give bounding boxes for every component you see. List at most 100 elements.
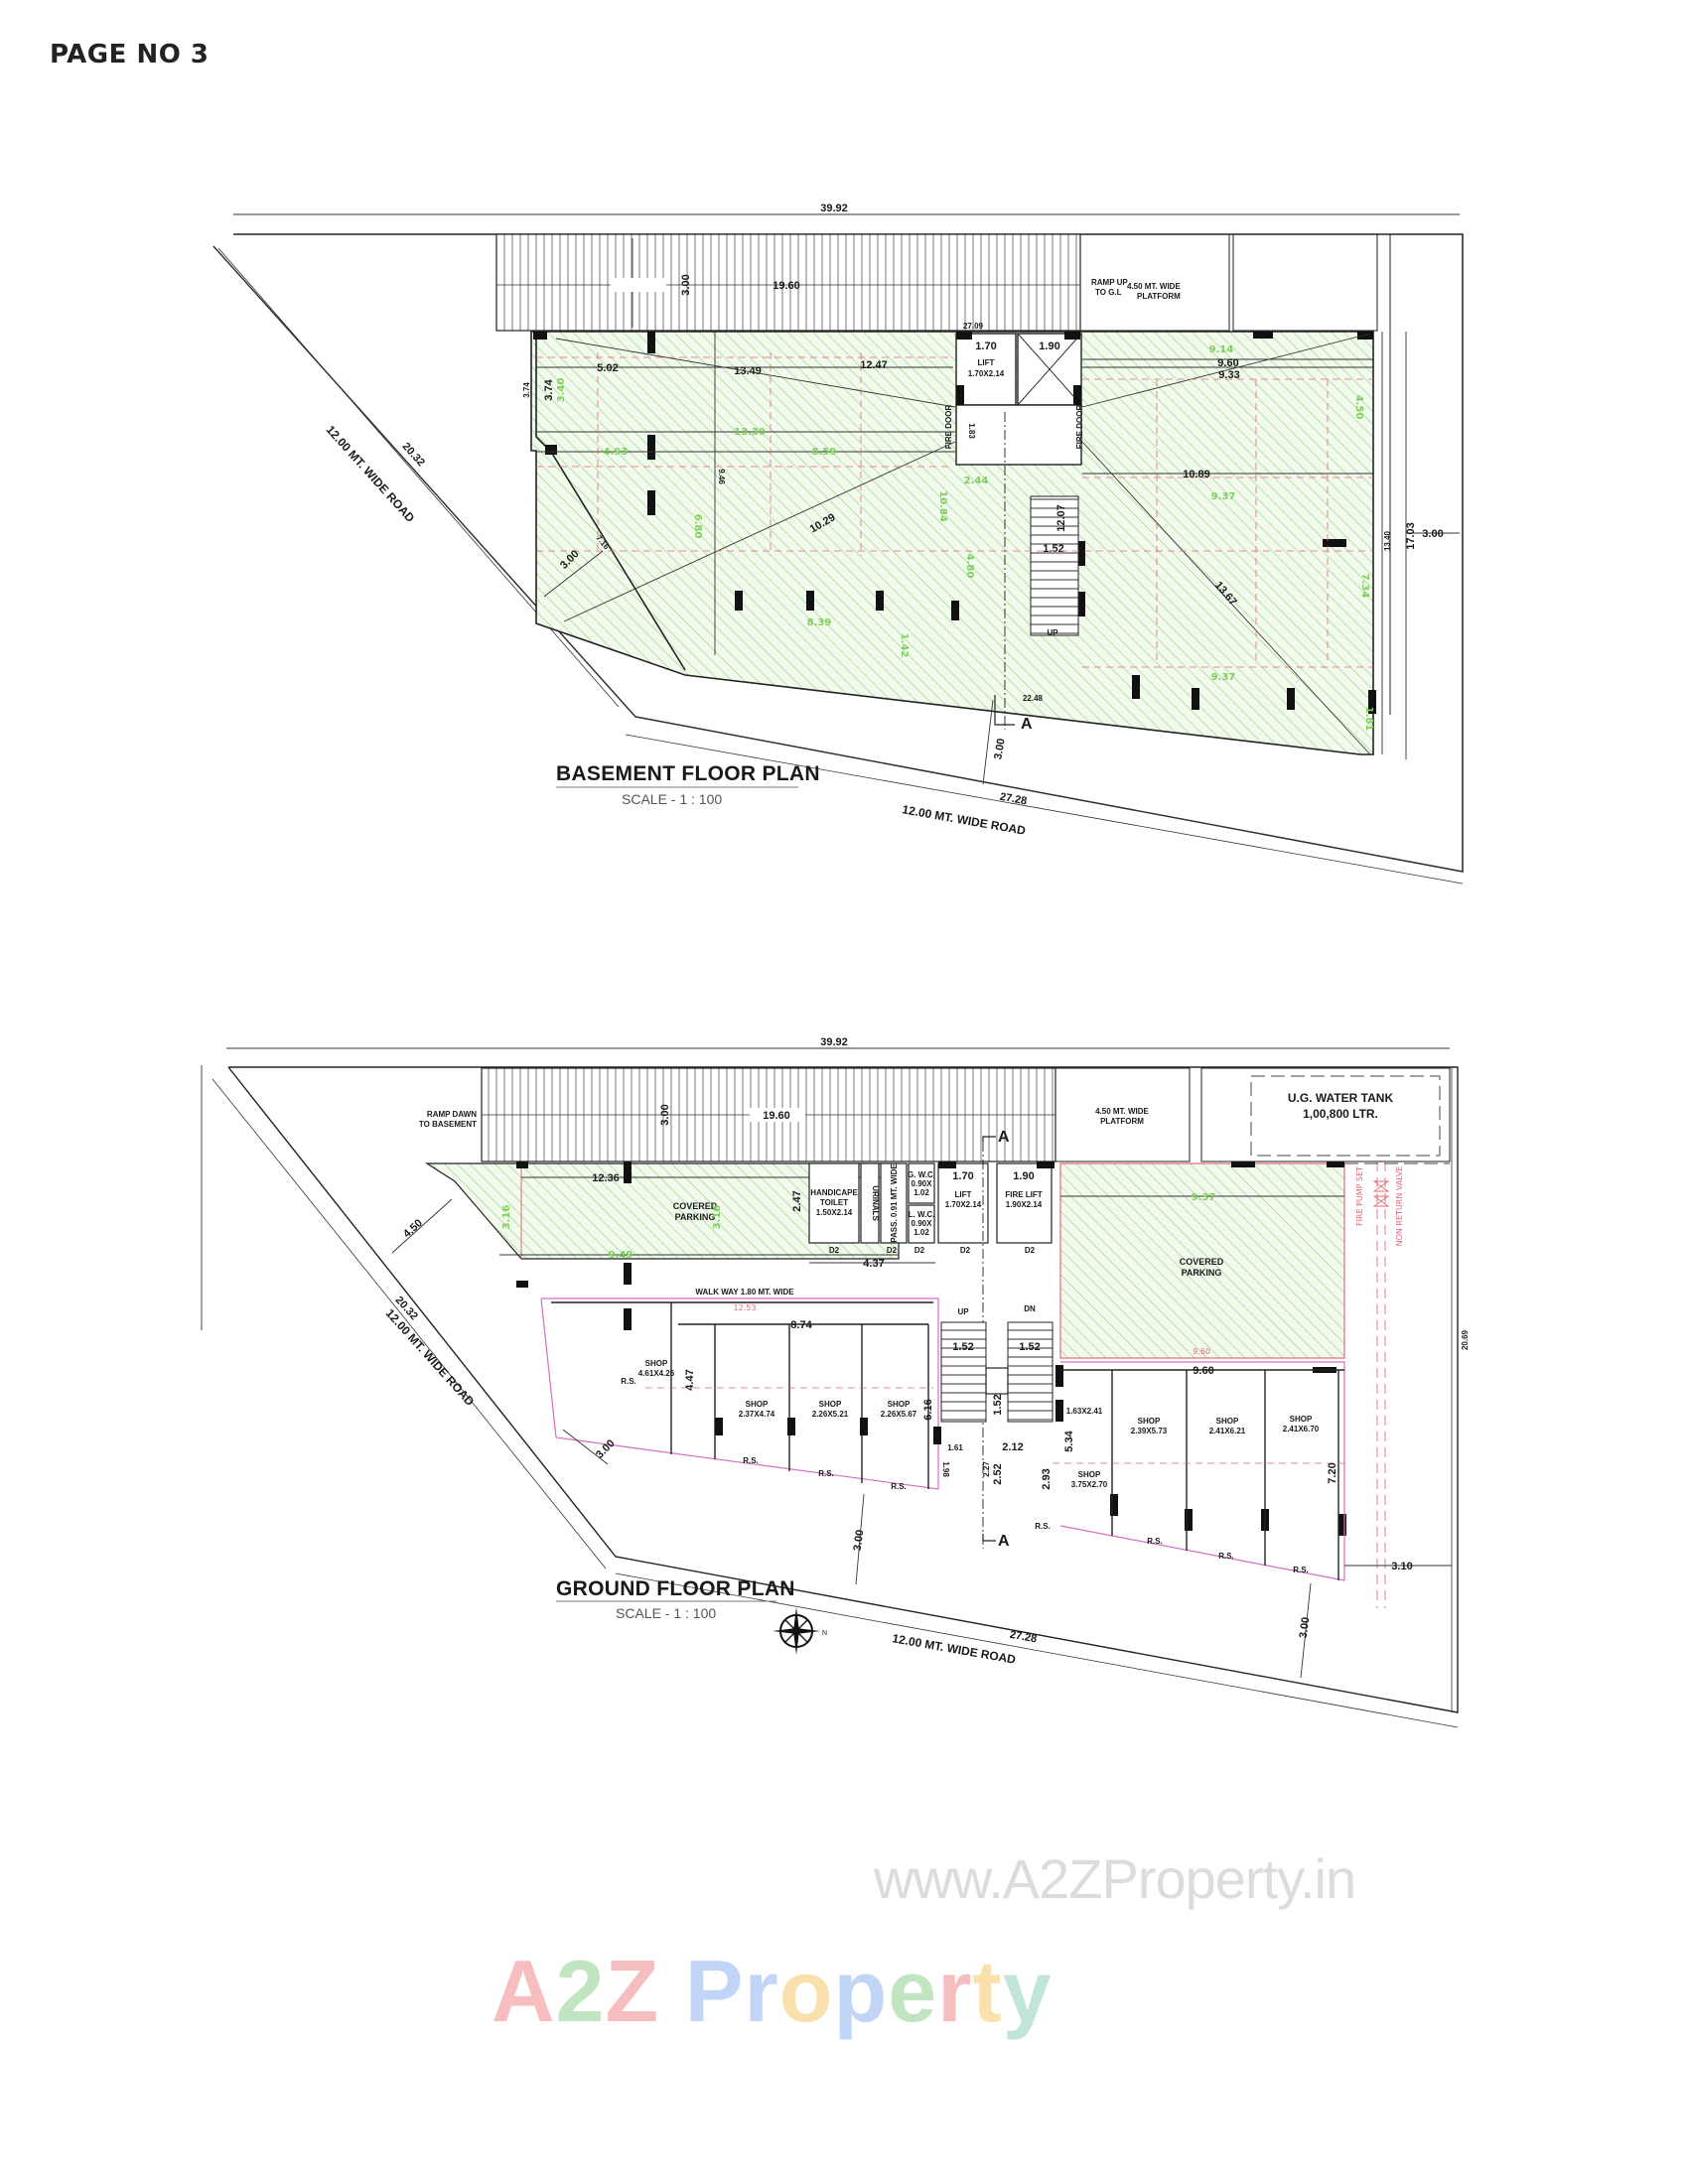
watermark-logo-char: Z	[605, 1942, 660, 2040]
svg-text:1.61: 1.61	[947, 1443, 963, 1452]
svg-text:39.92: 39.92	[820, 1036, 848, 1048]
svg-text:9.46: 9.46	[717, 469, 726, 484]
overall-width-dimension: 39.92	[233, 203, 1460, 215]
svg-text:27.09: 27.09	[963, 322, 984, 331]
svg-text:9.49: 9.49	[609, 1250, 633, 1261]
svg-text:1.02: 1.02	[914, 1228, 929, 1237]
svg-text:RAMP DAWN: RAMP DAWN	[427, 1110, 477, 1119]
svg-text:3.40: 3.40	[556, 378, 567, 403]
svg-text:3.74: 3.74	[543, 378, 555, 400]
svg-text:0.90X: 0.90X	[912, 1179, 933, 1188]
shop-walls-right	[1060, 1369, 1344, 1580]
svg-text:22.48: 22.48	[1023, 694, 1044, 703]
watermark-logo-char: r	[744, 1942, 779, 2040]
svg-text:2.37X4.74: 2.37X4.74	[739, 1410, 775, 1419]
svg-text:3.00: 3.00	[594, 1437, 618, 1461]
svg-text:UP: UP	[1047, 628, 1058, 637]
svg-text:12.36: 12.36	[592, 1172, 620, 1184]
svg-text:12.00 MT. WIDE ROAD: 12.00 MT. WIDE ROAD	[891, 1631, 1017, 1667]
svg-text:NON RETURN VALVE: NON RETURN VALVE	[1395, 1166, 1404, 1247]
svg-text:RAMP UP: RAMP UP	[1091, 278, 1128, 287]
svg-text:19.60: 19.60	[763, 1110, 790, 1122]
svg-text:1.90X2.14: 1.90X2.14	[1006, 1200, 1043, 1209]
svg-text:39.92: 39.92	[820, 203, 848, 214]
svg-text:1.52: 1.52	[952, 1341, 973, 1353]
svg-text:10.89: 10.89	[1183, 469, 1210, 480]
svg-text:R.S.: R.S.	[1147, 1537, 1163, 1546]
svg-text:6.80: 6.80	[692, 514, 703, 539]
svg-text:1.90: 1.90	[1013, 1170, 1034, 1182]
svg-text:0.90X: 0.90X	[912, 1219, 933, 1228]
fire-lift	[996, 1162, 1053, 1244]
svg-text:8.59: 8.59	[812, 447, 837, 458]
columns	[533, 332, 1376, 714]
svg-text:TO BASEMENT: TO BASEMENT	[419, 1120, 477, 1129]
svg-text:2.27: 2.27	[982, 1461, 991, 1477]
svg-text:PLATFORM: PLATFORM	[1100, 1117, 1144, 1126]
svg-text:SHOP: SHOP	[1138, 1417, 1161, 1426]
svg-text:1.63X2.41: 1.63X2.41	[1066, 1407, 1103, 1416]
svg-text:4.50 MT. WIDE: 4.50 MT. WIDE	[1095, 1107, 1149, 1116]
svg-text:13.30: 13.30	[734, 427, 766, 438]
staircase-up	[940, 1321, 987, 1423]
svg-text:PLATFORM: PLATFORM	[1137, 292, 1181, 301]
plot-boundary	[227, 1066, 1459, 1713]
svg-text:12.53: 12.53	[734, 1303, 757, 1312]
svg-text:4.37: 4.37	[863, 1258, 884, 1270]
svg-text:12.00 MT. WIDE ROAD: 12.00 MT. WIDE ROAD	[324, 423, 418, 525]
svg-text:9.33: 9.33	[1218, 369, 1239, 381]
svg-text:7.20: 7.20	[1327, 1462, 1338, 1483]
svg-text:9.37: 9.37	[1211, 672, 1236, 683]
svg-text:PARKING: PARKING	[675, 1212, 716, 1222]
svg-text:D2: D2	[887, 1246, 898, 1255]
svg-text:LIFT: LIFT	[978, 358, 995, 367]
svg-text:3.00: 3.00	[992, 738, 1008, 760]
svg-text:9.14: 9.14	[1209, 344, 1234, 355]
svg-text:5.34: 5.34	[1063, 1430, 1075, 1451]
svg-text:L. W.C.: L. W.C.	[909, 1210, 935, 1219]
svg-text:2.52: 2.52	[992, 1463, 1004, 1484]
svg-text:1.52: 1.52	[1043, 543, 1063, 555]
basement-parking-area	[530, 331, 1374, 755]
svg-text:R.S.: R.S.	[621, 1377, 636, 1386]
svg-text:10.84: 10.84	[937, 490, 948, 522]
svg-text:4.50 MT. WIDE: 4.50 MT. WIDE	[1127, 282, 1181, 291]
svg-text:9.60: 9.60	[1193, 1347, 1210, 1356]
svg-text:3.16: 3.16	[501, 1205, 512, 1230]
svg-text:9.60: 9.60	[1193, 1365, 1213, 1377]
svg-text:1.52: 1.52	[992, 1394, 1004, 1415]
svg-text:1.52: 1.52	[1019, 1341, 1040, 1353]
svg-text:D2: D2	[960, 1246, 971, 1255]
lift-lobby	[955, 404, 1082, 466]
svg-text:1.70X2.14: 1.70X2.14	[968, 369, 1005, 378]
svg-text:3.00: 3.00	[852, 1529, 867, 1552]
watermark-logo-char: 2	[555, 1942, 606, 2040]
watermark-logo-char: p	[833, 1942, 889, 2040]
watermark-logo-char: e	[888, 1942, 938, 2040]
svg-text:12.07: 12.07	[1055, 504, 1067, 532]
svg-text:9.60: 9.60	[1217, 357, 1238, 369]
sprinkler-lines	[536, 352, 1373, 668]
svg-text:13.49: 13.49	[734, 365, 762, 377]
svg-text:R.S.: R.S.	[818, 1469, 834, 1478]
svg-text:4.50: 4.50	[401, 1217, 425, 1240]
ground-title: GROUND FLOOR PLAN	[556, 1577, 795, 1600]
watermark-logo-char: o	[778, 1942, 834, 2040]
svg-text:R.S.: R.S.	[743, 1456, 759, 1465]
watermark-url: www.A2ZProperty.in	[874, 1847, 1356, 1910]
svg-text:1.90: 1.90	[1039, 341, 1059, 352]
svg-text:WALK WAY 1.80 MT. WIDE: WALK WAY 1.80 MT. WIDE	[695, 1288, 794, 1297]
svg-text:3.74: 3.74	[522, 382, 531, 398]
ground-floor-plan: 39.92 19.60 3.00 RAMP DAWN TO BASEMENT 4…	[201, 1036, 1470, 1728]
svg-text:9.37: 9.37	[1211, 491, 1236, 502]
svg-text:UP: UP	[957, 1307, 969, 1316]
svg-text:G. W.C.: G. W.C.	[908, 1170, 935, 1179]
svg-text:A: A	[1021, 716, 1033, 733]
svg-text:4.93: 4.93	[604, 447, 629, 458]
svg-text:D2: D2	[1025, 1246, 1036, 1255]
svg-text:D2: D2	[829, 1246, 840, 1255]
svg-text:HANDICAPE: HANDICAPE	[810, 1188, 858, 1197]
staircase-down	[1007, 1321, 1054, 1423]
svg-text:SHOP: SHOP	[1216, 1417, 1239, 1426]
svg-text:URINALS: URINALS	[871, 1185, 880, 1221]
